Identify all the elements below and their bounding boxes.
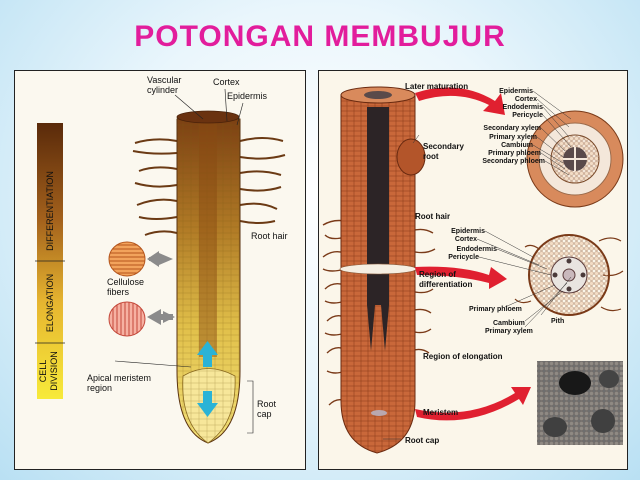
label-region: region (87, 383, 112, 393)
callout-cambium: Cambium (501, 142, 533, 149)
left-diagram-panel: DIFFERENTIATION ELONGATION CELL DIVISION (14, 70, 306, 470)
label-vascular: Vascular (147, 75, 181, 85)
root-hairs (132, 137, 286, 236)
label-meristem: Meristem (423, 408, 458, 417)
label-region-of: Region of (419, 270, 456, 279)
callout-secondary-phloem: Secondary phloem (482, 158, 545, 165)
middle-callouts: Epidermis Cortex Endodermis Pericycle (448, 228, 497, 261)
label-apical-meristem: Apical meristem (87, 373, 151, 383)
vascular-cylinder (199, 117, 217, 357)
callout-cambium-lower: Cambium (493, 320, 525, 327)
callout-epidermis-middle: Epidermis (451, 228, 485, 235)
label-fibers: fibers (107, 287, 130, 297)
callout-primary-phloem-lower: Primary phloem (469, 306, 522, 313)
cellulose-cell-elongated (108, 241, 146, 277)
zone-differentiation-label: DIFFERENTIATION (45, 171, 55, 251)
differentiation-band (339, 263, 417, 275)
callout-pericycle-middle: Pericycle (448, 254, 479, 261)
label-root: root (423, 152, 439, 161)
zone-elongation-label: ELONGATION (45, 274, 55, 332)
callout-primary-phloem: Primary phloem (488, 150, 541, 157)
root-maturation-diagram: Later maturation Secondary root Root hai… (322, 82, 624, 454)
label-root: Root (257, 399, 277, 409)
callout-pericycle-upper: Pericycle (512, 112, 543, 119)
callout-endodermis-upper: Endodermis (503, 104, 544, 111)
red-arrows (415, 87, 531, 421)
page-title: POTONGAN MEMBUJUR (134, 20, 506, 53)
cellulose-cell-dividing (108, 301, 146, 337)
vascular-core (367, 107, 389, 305)
growth-arrows (197, 341, 218, 417)
label-cellulose: Cellulose (107, 277, 144, 287)
label-region-elongation: Region of elongation (423, 352, 503, 361)
right-diagram-panel: Later maturation Secondary root Root hai… (318, 70, 628, 470)
callout-cortex-middle: Cortex (455, 236, 477, 243)
lower-callouts: Primary phloem Cambium Primary xylem Pit… (469, 306, 564, 335)
label-cap: cap (257, 409, 272, 419)
callout-endodermis-middle: Endodermis (457, 246, 498, 253)
callout-epidermis-upper: Epidermis (499, 88, 533, 95)
label-differentiation: differentiation (419, 280, 472, 289)
gray-arrows (147, 251, 175, 325)
label-cortex: Cortex (213, 77, 240, 87)
callout-pith: Pith (551, 318, 564, 325)
callout-primary-xylem-lower: Primary xylem (485, 328, 533, 335)
zone-division-label: DIVISION (49, 351, 59, 391)
label-root-hair: Root hair (251, 231, 288, 241)
label-root-cap-right: Root cap (405, 436, 439, 445)
label-epidermis: Epidermis (227, 91, 268, 101)
root-longitudinal-diagram: DIFFERENTIATION ELONGATION CELL DIVISION (35, 75, 288, 444)
secondary-root (396, 138, 426, 176)
callout-secondary-xylem: Secondary xylem (483, 125, 541, 132)
label-root-hair-right: Root hair (415, 212, 450, 221)
label-cylinder: cylinder (147, 85, 178, 95)
callout-cortex-upper: Cortex (515, 96, 537, 103)
zone-cell-label: CELL (38, 360, 48, 383)
upper-callouts: Epidermis Cortex Endodermis Pericycle Se… (482, 88, 545, 165)
label-later-maturation: Later maturation (405, 82, 468, 91)
callout-primary-xylem: Primary xylem (489, 134, 537, 141)
label-secondary: Secondary (423, 142, 464, 151)
